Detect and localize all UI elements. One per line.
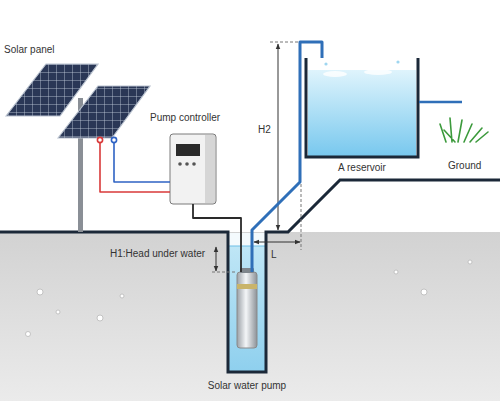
solar-water-pump: Solar water pump [237,272,257,348]
pump-controller: Pump controller [170,134,216,204]
controller-button [178,162,182,166]
ground-outline [0,180,500,372]
water-splash [323,71,347,77]
well-water [229,246,265,371]
connector-line [100,140,170,192]
solar-panel [58,86,150,138]
connector [252,42,322,272]
controller-screen [176,144,200,156]
node-label: Pump controller [150,112,220,124]
dimension-guide [212,272,236,273]
bubble [37,289,43,295]
ground-fill [0,232,500,401]
connector-line [252,42,322,272]
bubble [56,310,60,314]
h1-dimension [216,247,217,271]
bubble [394,270,398,274]
bubble [120,294,124,298]
connector-line [114,140,170,182]
solar-panel-array: Solar panel [4,62,152,140]
controller-button [192,162,196,166]
dimension-guide [270,42,298,43]
dimension-label: H1:Head under water [110,248,205,260]
bubble [97,315,103,321]
reservoir-water [308,70,416,156]
reservoir: A reservoir [306,58,418,156]
controller-side [205,135,215,203]
water-splash [364,69,392,75]
bubble [26,332,31,337]
dimension-label: H2 [258,124,271,136]
node-label: A reservoir [338,162,386,174]
bubble [421,289,427,295]
connector [97,137,170,192]
dimension-guide [301,184,302,250]
well-shaft [229,233,265,372]
node-label: Solar panel [4,44,55,56]
l-dimension [254,242,300,243]
terminal-dot [111,137,116,142]
controller-button [185,162,189,166]
water-drop [396,60,399,63]
reservoir-outline [306,58,418,157]
water-drop [324,62,327,65]
grass [440,118,488,142]
connector-line [193,204,241,272]
controller-body [170,134,216,204]
dimension-label: L [271,249,277,261]
pump-body [237,272,257,348]
water-level [229,246,265,247]
outlet-pipe [419,101,462,104]
ground-label: Ground [448,160,481,172]
connector [193,204,241,272]
bubble [468,260,472,264]
node-label: Solar water pump [208,380,286,392]
terminal-dot [97,137,102,142]
pump-band [237,284,257,289]
